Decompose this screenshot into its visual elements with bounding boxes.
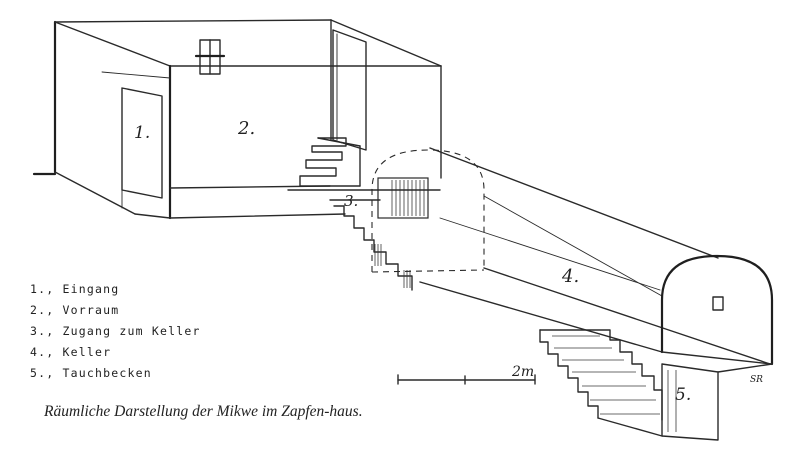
scale-label: 2m bbox=[511, 364, 534, 380]
figure-caption: Räumliche Darstellung der Mikwe im Zapfe… bbox=[44, 403, 363, 420]
entrance-door bbox=[121, 87, 163, 209]
cellar-vault bbox=[371, 147, 774, 366]
label-4: 4. bbox=[561, 266, 579, 287]
legend-item-tauchbecken: 5., Tauchbecken bbox=[30, 366, 152, 380]
signature: SR bbox=[750, 375, 763, 385]
room-stairs bbox=[299, 137, 361, 187]
label-2: 2. bbox=[237, 118, 255, 139]
cellar-access bbox=[287, 177, 441, 291]
immersion-basin bbox=[539, 329, 773, 441]
legend-item-zugang: 3., Zugang zum Keller bbox=[30, 324, 201, 338]
label-1: 1. bbox=[134, 123, 150, 143]
label-3: 3. bbox=[344, 192, 358, 210]
legend-item-eingang: 1., Eingang bbox=[30, 282, 120, 296]
legend-item-vorraum: 2., Vorraum bbox=[30, 303, 120, 317]
back-doorway bbox=[332, 29, 367, 151]
window bbox=[194, 39, 226, 75]
legend-item-keller: 4., Keller bbox=[30, 345, 112, 359]
label-5: 5. bbox=[675, 385, 691, 405]
legend: 1., Eingang 2., Vorraum 3., Zugang zum K… bbox=[30, 279, 201, 384]
scale-bar bbox=[397, 374, 536, 385]
